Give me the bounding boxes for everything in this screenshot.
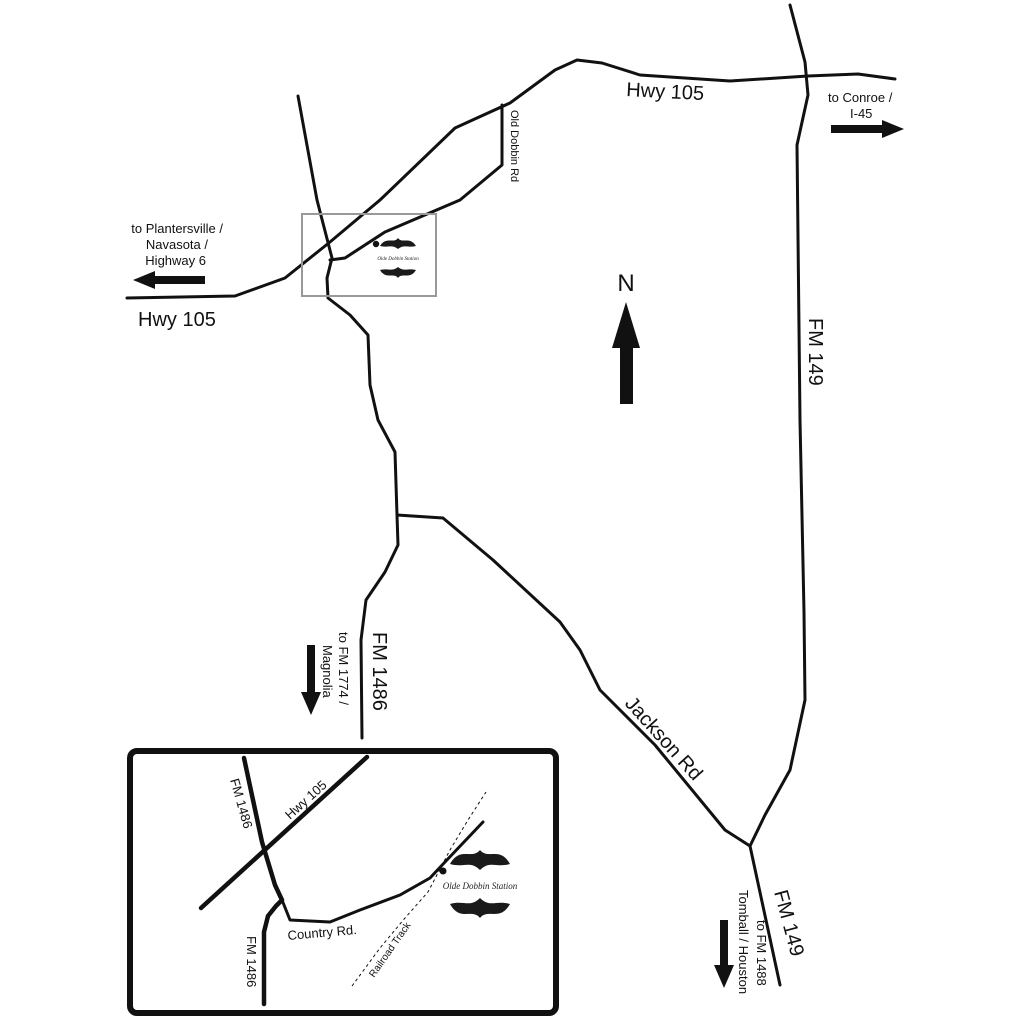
jackson-rd-label: Jackson Rd xyxy=(620,693,706,785)
inset-fm-1486-bottom-label: FM 1486 xyxy=(244,936,259,987)
north-label: N xyxy=(617,270,634,297)
old-dobbin-road xyxy=(328,103,504,262)
inset-map: Olde Dobbin Station Hwy 105 FM 1486 FM 1… xyxy=(127,748,559,1016)
fm-1486-label: FM 1486 xyxy=(368,632,390,711)
fm-149-bottom-label: FM 149 xyxy=(769,888,808,959)
inset-hwy-105-road xyxy=(198,754,370,911)
plantersville-direction-line2: Navasota / xyxy=(146,237,209,252)
hwy-105-left-label: Hwy 105 xyxy=(138,309,216,331)
venue-marker xyxy=(372,240,380,248)
venue-logo-large-text: Olde Dobbin Station xyxy=(443,881,518,891)
fm-1486-road xyxy=(296,94,400,740)
conroe-direction-line2: I-45 xyxy=(850,106,872,121)
arrow-west-icon xyxy=(133,271,205,289)
old-dobbin-rd-label: Old Dobbin Rd xyxy=(508,110,520,182)
magnolia-direction-line1: to FM 1774 / xyxy=(336,632,351,705)
plantersville-direction-line1: to Plantersville / xyxy=(131,221,223,236)
plantersville-direction-line3: Highway 6 xyxy=(145,253,206,268)
inset-map-frame xyxy=(127,748,559,1016)
arrow-east-icon xyxy=(831,120,904,138)
inset-railroad-track xyxy=(351,791,487,987)
north-arrow xyxy=(612,302,640,404)
inset-venue-marker xyxy=(439,867,447,875)
hwy-105-top-label: Hwy 105 xyxy=(626,79,705,105)
conroe-direction-line1: to Conroe / xyxy=(828,90,893,105)
arrow-south-left-icon xyxy=(301,645,321,715)
jackson-road xyxy=(395,513,752,848)
houston-direction-line1: to FM 1488 xyxy=(754,920,769,986)
inset-country-rd-label: Country Rd. xyxy=(287,922,357,943)
venue-highlight-box xyxy=(301,213,437,297)
hwy-105-road xyxy=(125,58,897,300)
arrow-south-right-icon xyxy=(714,920,734,988)
fm-149-right-label: FM 149 xyxy=(804,318,826,386)
houston-direction-line2: Tomball / Houston xyxy=(736,890,751,994)
magnolia-direction-line2: Magnolia xyxy=(320,645,335,699)
venue-logo-large: Olde Dobbin Station xyxy=(443,850,518,918)
venue-logo-small-text: Olde Dobbin Station xyxy=(377,257,419,262)
inset-fm-1486-road xyxy=(241,755,285,1007)
venue-logo-small: Olde Dobbin Station xyxy=(377,238,419,278)
fm-149-road xyxy=(748,3,810,987)
